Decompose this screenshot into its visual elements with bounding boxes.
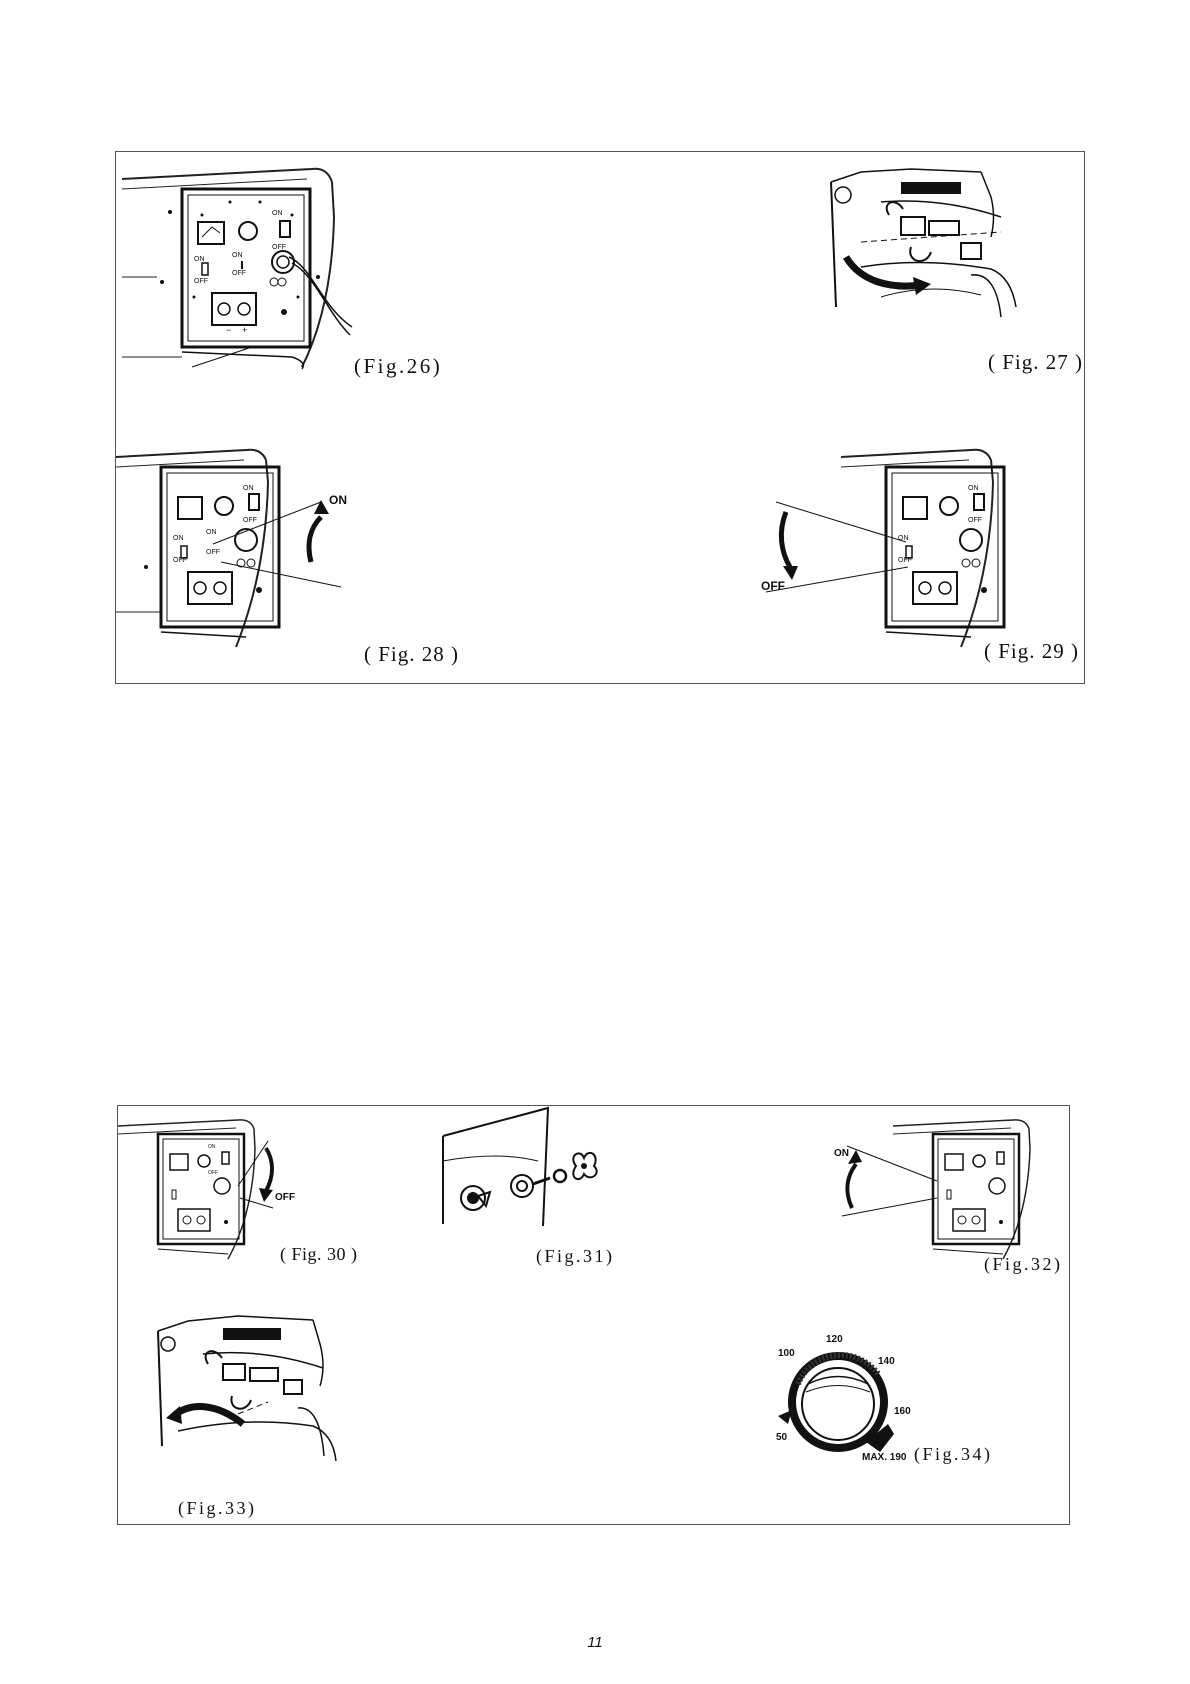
fig27-caption: ( Fig. 27 ) [988,350,1083,374]
fig28-on-annotation: ON [212,493,347,588]
svg-text:ON: ON [173,535,184,542]
svg-text:OFF: OFF [275,1192,295,1203]
fig33-caption: (Fig.33) [178,1498,257,1518]
fig30-caption: ( Fig. 30 ) [280,1244,358,1264]
svg-text:ON: ON [898,535,909,542]
svg-text:ON: ON [232,252,243,259]
fig29-off-annotation: OFF [761,501,909,593]
svg-text:50: 50 [776,1432,788,1443]
svg-text:OFF: OFF [232,270,246,277]
svg-text:OFF: OFF [761,579,785,593]
svg-text:ON: ON [208,1144,216,1150]
fig33-illustration [157,1315,337,1462]
svg-text:MAX. 190: MAX. 190 [862,1452,907,1463]
fig26-illustration: ON OFF ON OFF ON OFF − + [121,167,353,370]
fig27-illustration [830,168,1017,318]
svg-text:ON: ON [329,493,347,507]
fig32-caption: (Fig.32) [984,1254,1063,1274]
svg-text:ON: ON [272,210,283,217]
fig32-illustration [892,1119,1031,1260]
fig29-caption: ( Fig. 29 ) [984,639,1079,663]
svg-text:ON: ON [243,485,254,492]
fig34-illustration: 50 100 120 140 160 MAX. 190 [776,1334,911,1463]
fig30-illustration: ON OFF [117,1119,256,1260]
svg-text:OFF: OFF [243,517,257,524]
fig31-caption: (Fig.31) [536,1246,615,1266]
svg-text:100: 100 [778,1348,795,1359]
fig32-on-annotation: ON [834,1145,938,1217]
fig30-off-annotation: OFF [237,1140,295,1209]
fig31-illustration [442,1106,598,1227]
svg-text:OFF: OFF [206,549,220,556]
svg-text:ON: ON [834,1148,849,1159]
svg-text:140: 140 [878,1356,895,1367]
svg-text:OFF: OFF [194,278,208,285]
figure-panel-bottom: ON OFF OFF ( Fig. 30 ) (Fig.31) ON [117,1105,1070,1525]
svg-text:OFF: OFF [272,244,286,251]
fig28-caption: ( Fig. 28 ) [364,642,459,666]
fig34-caption: (Fig.34) [914,1444,993,1464]
svg-text:+: + [242,325,247,335]
svg-text:OFF: OFF [173,557,187,564]
svg-text:ON: ON [206,529,217,536]
svg-text:160: 160 [894,1406,911,1417]
svg-text:ON: ON [968,485,979,492]
svg-text:OFF: OFF [208,1170,218,1176]
svg-text:−: − [226,325,231,335]
svg-text:OFF: OFF [968,517,982,524]
figure-panel-top: ON OFF ON OFF ON OFF − + (Fig.26) [115,151,1085,684]
fig29-illustration: ON OFF ON OFF [840,448,1006,648]
page-number: 11 [587,1634,603,1651]
svg-text:OFF: OFF [898,557,912,564]
fig28-illustration: ON OFF ON OFF ON OFF [115,448,281,648]
fig26-caption: (Fig.26) [354,354,443,378]
svg-text:120: 120 [826,1334,843,1345]
svg-text:ON: ON [194,256,205,263]
